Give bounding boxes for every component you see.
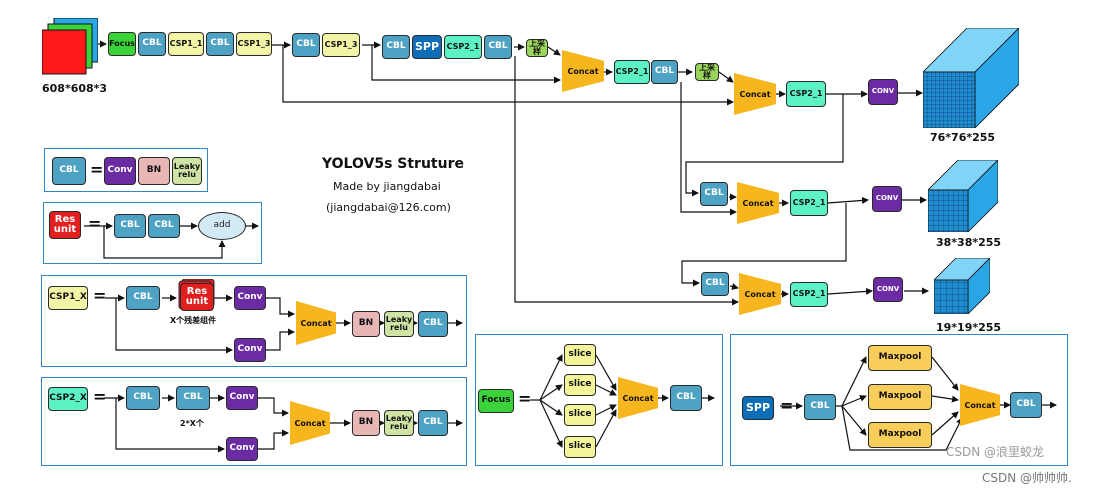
equals-sign: =: [90, 160, 104, 179]
slice-block: slice: [564, 404, 596, 426]
leaky-relu-block: Leaky relu: [172, 157, 202, 185]
csp1x-legend-box: [41, 275, 467, 367]
cbl-block: CBL: [418, 311, 448, 337]
csp1_3-block: CSP1_3: [322, 33, 360, 57]
conv-block: Conv: [234, 286, 266, 310]
cbl-block: CBL: [176, 386, 210, 410]
cbl-block: CBL: [114, 214, 146, 238]
maxpool-block: Maxpool: [868, 384, 932, 410]
csp2_1-block: CSP2_1: [790, 282, 828, 307]
slice-block: slice: [564, 344, 596, 366]
cbl-block: CBL: [670, 385, 702, 411]
diagram-title: YOLOV5s Struture: [322, 156, 464, 172]
csp1_3-block: CSP1_3: [236, 32, 272, 56]
csp2x-legend-box: [41, 377, 467, 466]
equals-sign: =: [780, 396, 794, 415]
spp-legend-box: [730, 334, 1068, 466]
equals-sign: =: [518, 389, 532, 408]
input-size-label: 608*608*3: [42, 82, 108, 95]
bn-block: BN: [352, 410, 380, 436]
conv-block: CONV: [868, 79, 898, 105]
res-unit-block: Res unit: [180, 283, 214, 311]
diagram-subtitle: Made by jiangdabai: [333, 180, 441, 193]
equals-sign: =: [93, 286, 107, 305]
conv-block: Conv: [226, 437, 258, 461]
csp1_1-block: CSP1_1: [168, 32, 204, 56]
conv-block: Conv: [104, 157, 136, 185]
cbl-block: CBL: [382, 35, 410, 59]
output-cube-76-icon: [922, 27, 1020, 129]
diagram-email: (jiangdabai@126.com): [326, 201, 451, 214]
conv-block: CONV: [873, 277, 903, 302]
leaky-relu-block: Leaky relu: [384, 311, 414, 337]
cbl-block: CBL: [206, 32, 234, 56]
cbl-block: CBL: [484, 35, 512, 59]
csp2_1-block: CSP2_1: [790, 190, 828, 216]
equals-sign: =: [88, 214, 102, 233]
bn-block: BN: [352, 311, 380, 337]
slice-block: slice: [564, 436, 596, 458]
cbl-block: CBL: [701, 272, 729, 296]
output-38-label: 38*38*255: [936, 236, 1002, 249]
upsample-block: 上采样: [526, 39, 548, 57]
cbl-block: CBL: [804, 394, 836, 420]
cbl-legend-box: [44, 148, 208, 192]
cbl-block: CBL: [126, 386, 160, 410]
slice-block: slice: [564, 374, 596, 396]
add-node: add: [198, 212, 246, 240]
spp-block: SPP: [412, 35, 442, 59]
csp2_x-block: CSP2_X: [48, 387, 88, 411]
spp-block: SPP: [742, 396, 774, 420]
cbl-block: CBL: [700, 182, 728, 206]
equals-sign: =: [93, 387, 107, 406]
maxpool-block: Maxpool: [868, 345, 932, 371]
conv-block: Conv: [226, 386, 258, 410]
output-cube-38-icon: [927, 159, 999, 233]
cbl-block: CBL: [126, 286, 160, 310]
watermark-text: CSDN @浪里蛟龙: [946, 445, 1045, 459]
resunit-legend-box: [43, 202, 262, 264]
res-components-note: X个残差组件: [170, 316, 217, 325]
focus-block: Focus: [108, 32, 136, 56]
res-unit-block: Res unit: [49, 211, 81, 239]
cbl-block: CBL: [148, 214, 180, 238]
csp2_1-block: CSP2_1: [786, 81, 826, 107]
csp1_x-block: CSP1_X: [48, 286, 88, 310]
leaky-relu-block: Leaky relu: [384, 410, 414, 436]
cbl-block: CBL: [418, 410, 448, 436]
conv-block: Conv: [234, 338, 266, 362]
conv-block: CONV: [872, 186, 902, 212]
upsample-block: 上采样: [695, 63, 719, 81]
input-image-icon: [41, 17, 99, 76]
csp2_1-block: CSP2_1: [614, 60, 650, 84]
watermark-text: CSDN @帅帅帅.: [982, 471, 1072, 485]
bn-block: BN: [138, 157, 170, 185]
focus-legend-box: [475, 334, 723, 466]
cbl-block: CBL: [52, 157, 86, 185]
maxpool-block: Maxpool: [868, 422, 932, 448]
csp2_1-block: CSP2_1: [444, 35, 482, 59]
two-x-note: 2*X个: [180, 419, 204, 428]
output-cube-19-icon: [933, 257, 991, 315]
focus-block: Focus: [478, 389, 514, 413]
output-76-label: 76*76*255: [930, 131, 996, 144]
cbl-block: CBL: [651, 60, 678, 84]
cbl-block: CBL: [138, 32, 166, 56]
cbl-block: CBL: [292, 33, 320, 57]
cbl-block: CBL: [1010, 392, 1042, 418]
output-19-label: 19*19*255: [936, 321, 1002, 334]
